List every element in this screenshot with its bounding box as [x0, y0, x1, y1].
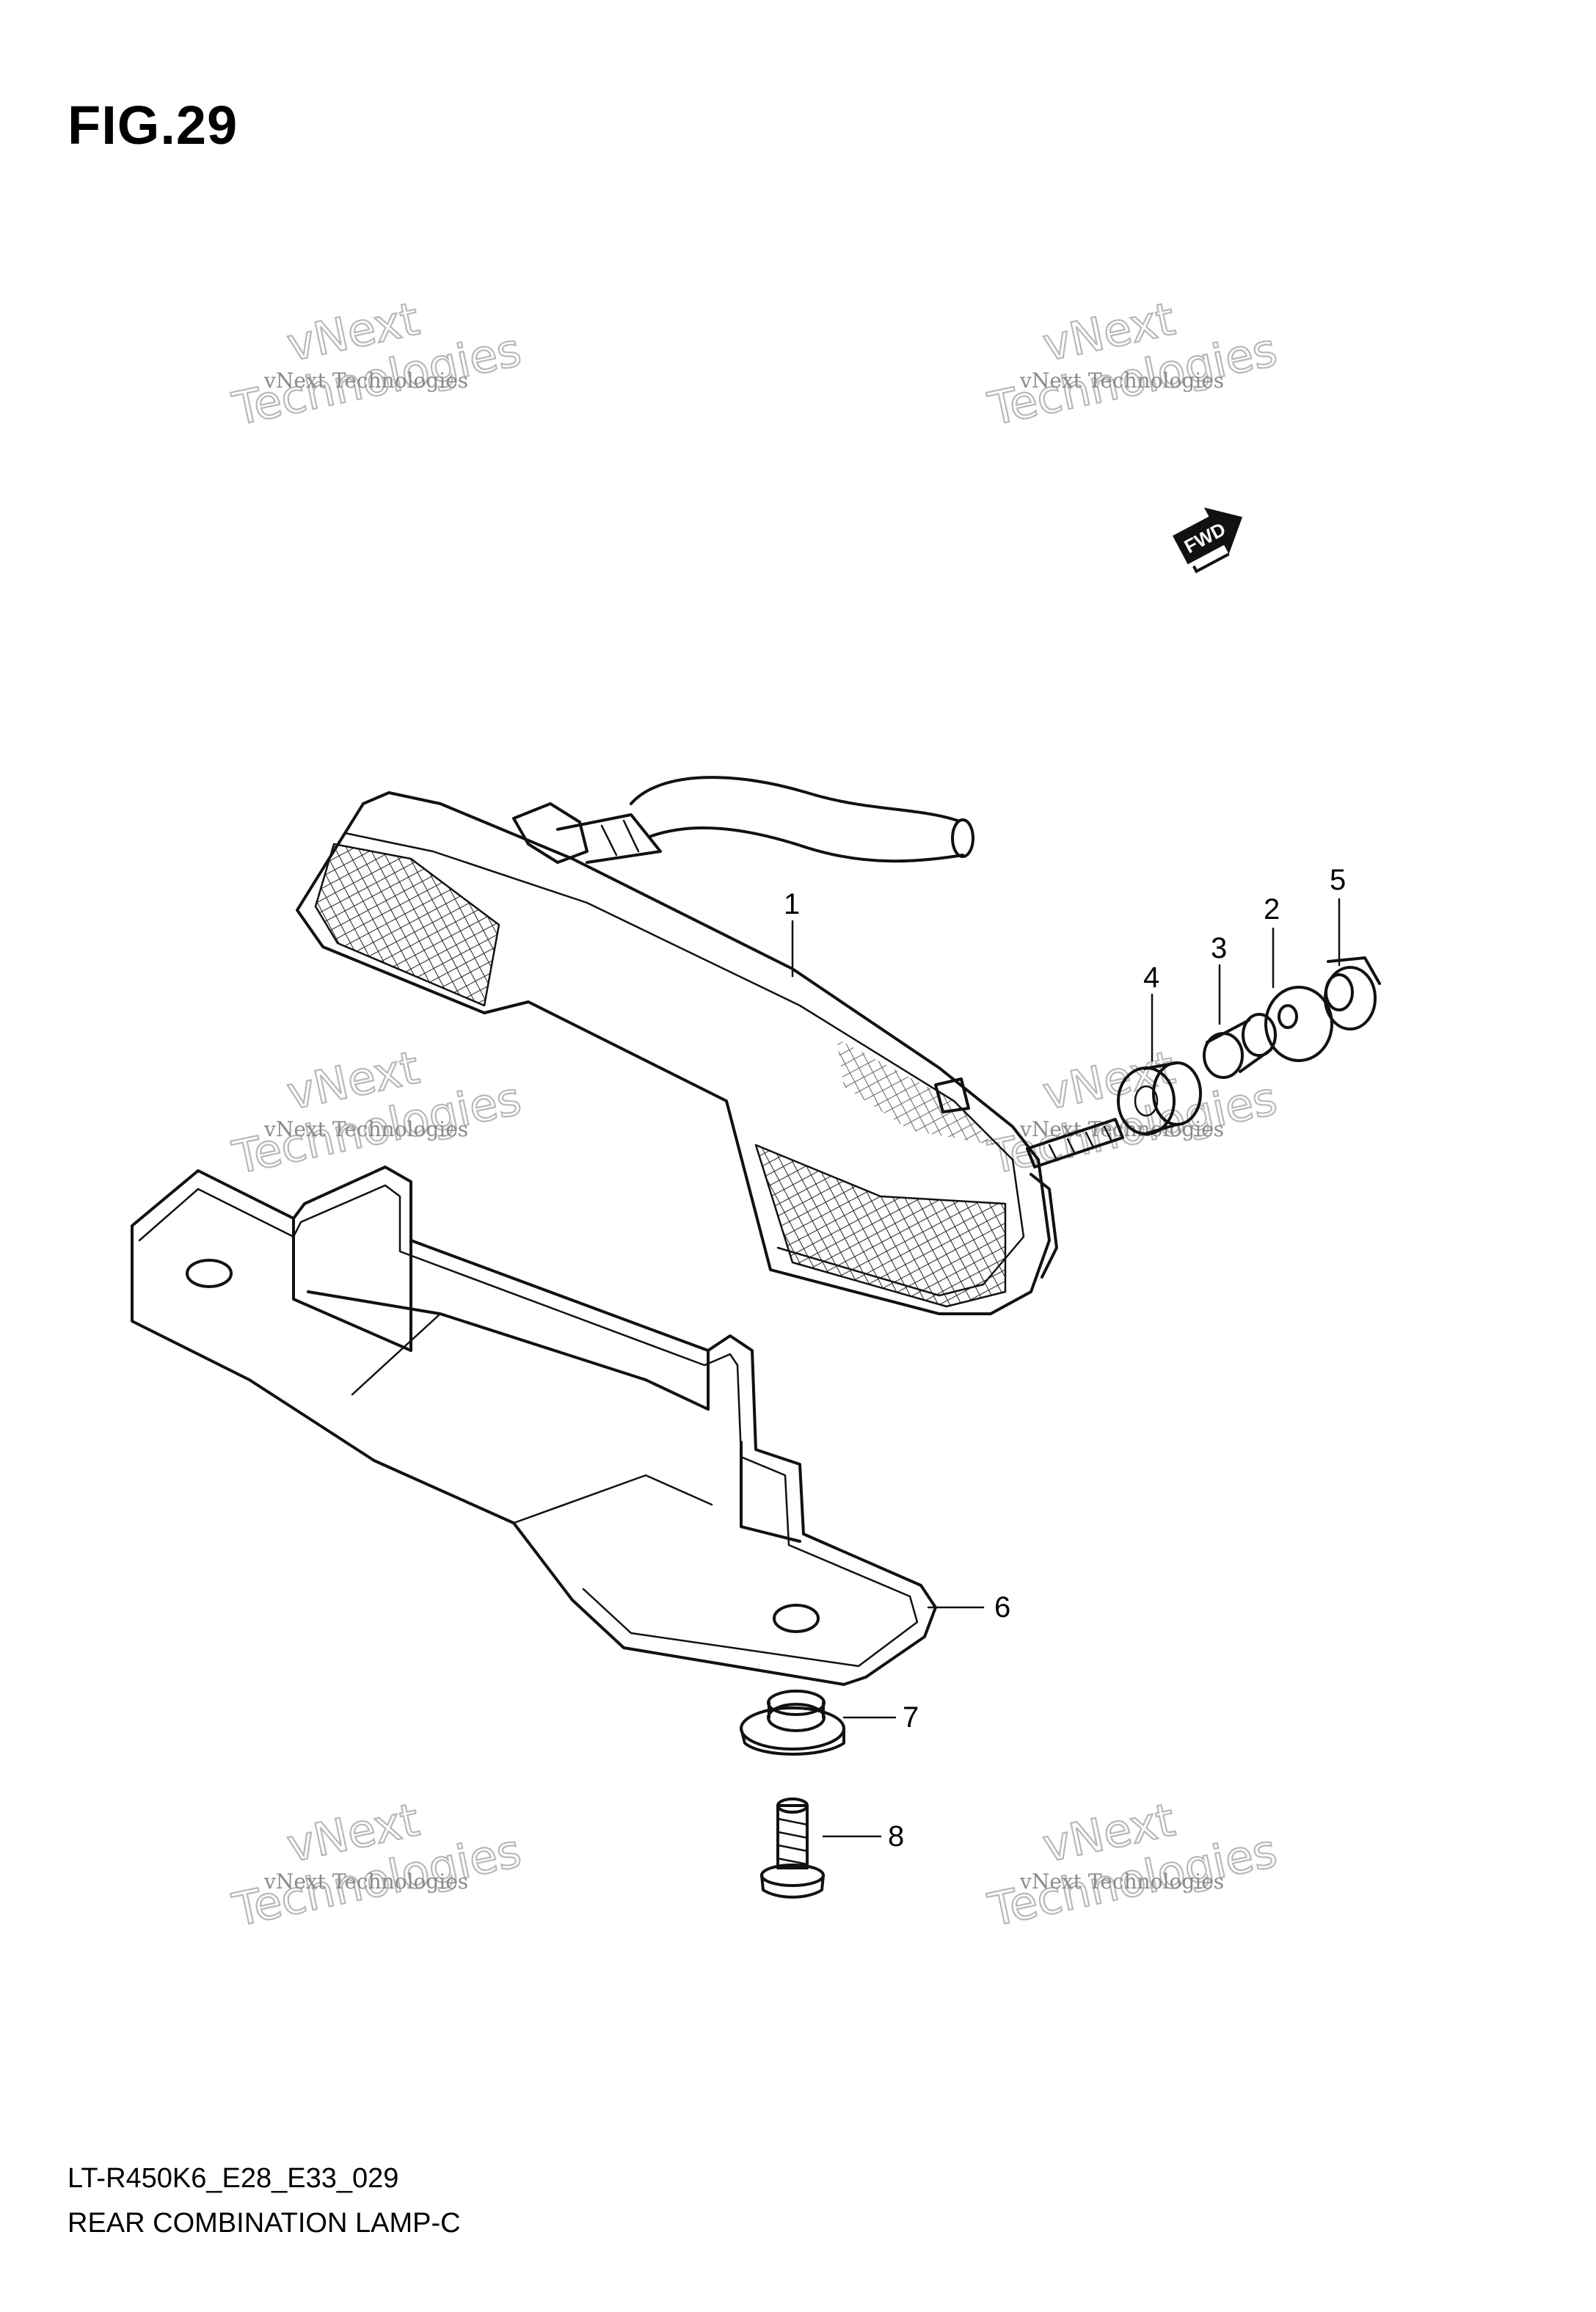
figure-code: LT-R450K6_E28_E33_029: [68, 2163, 399, 2194]
flange-nut-part: [1324, 956, 1381, 1030]
bracket-part: [131, 1166, 937, 1686]
svg-text:vNext Technologies: vNext Technologies: [1019, 1869, 1224, 1894]
figure-name: REAR COMBINATION LAMP-C: [68, 2208, 461, 2239]
watermark-top-right: vNext Technologies vNext Technologies: [983, 291, 1282, 437]
cushion-part: [1117, 1061, 1202, 1135]
watermark-top-left: vNext Technologies vNext Technologies: [227, 291, 526, 437]
rear-combination-lamp: [296, 776, 1124, 1315]
watermark-middle-right: vNext Technologies vNext Technologies: [983, 1039, 1282, 1185]
watermark-bottom-right: vNext Technologies vNext Technologies: [983, 1792, 1282, 1938]
figure-title: FIG.29: [68, 95, 238, 156]
leader-lines: [791, 898, 1341, 1838]
svg-text:vNext Technologies: vNext Technologies: [263, 368, 468, 393]
svg-text:vNext Technologies: vNext Technologies: [263, 1117, 468, 1141]
screw-part: [760, 1797, 825, 1899]
nut-part: [740, 1690, 845, 1756]
svg-text:vNext Technologies: vNext Technologies: [263, 1869, 468, 1894]
callout-5: 5: [1330, 864, 1346, 896]
callout-6: 6: [994, 1591, 1010, 1624]
callout-3: 3: [1211, 932, 1227, 964]
callout-8: 8: [888, 1820, 904, 1853]
watermark-bottom-left: vNext Technologies vNext Technologies: [227, 1792, 526, 1938]
callout-1: 1: [784, 888, 800, 920]
watermark-middle-left: vNext Technologies vNext Technologies: [227, 1039, 526, 1185]
washer-part: [1264, 986, 1333, 1062]
callout-7: 7: [903, 1701, 919, 1734]
callout-4: 4: [1143, 961, 1159, 994]
spacer-part: [1203, 1013, 1277, 1079]
fwd-arrow-icon: FWD: [1173, 507, 1243, 574]
svg-text:vNext Technologies: vNext Technologies: [1019, 368, 1224, 393]
callout-2: 2: [1264, 893, 1280, 926]
